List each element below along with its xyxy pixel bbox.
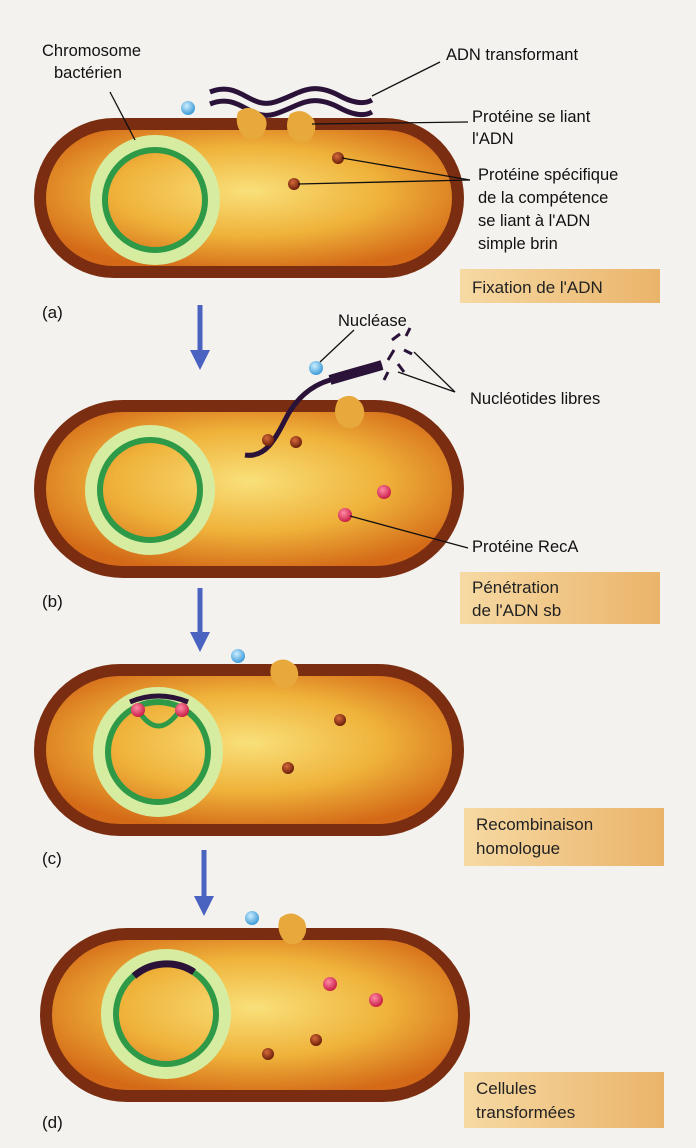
competence-protein xyxy=(332,152,344,164)
step-label: Cellules xyxy=(476,1079,536,1098)
leader-line xyxy=(341,157,471,181)
label-free-nucleotides: Nucléotides libres xyxy=(470,390,600,408)
competence-protein xyxy=(310,1034,322,1046)
chromosome xyxy=(105,699,211,805)
competence-protein xyxy=(290,436,302,448)
panel-letter: (b) xyxy=(42,592,63,611)
cytoplasm xyxy=(46,412,452,566)
leader-line xyxy=(413,351,456,393)
step-box xyxy=(460,269,660,303)
panel-letter: (d) xyxy=(42,1113,63,1132)
double-strand-dna xyxy=(328,360,384,385)
reca-protein xyxy=(175,703,189,717)
nuclease-protein xyxy=(245,911,259,925)
label-dna-transforming: ADN transformant xyxy=(446,46,578,64)
step-label: homologue xyxy=(476,839,560,858)
chromosome-halo xyxy=(90,135,220,265)
dna-binding-protein xyxy=(270,659,299,689)
label-chromosome: bactérien xyxy=(54,64,122,82)
competence-protein xyxy=(334,714,346,726)
step-box xyxy=(464,808,664,866)
competence-protein xyxy=(262,434,274,446)
step-label: Recombinaison xyxy=(476,815,593,834)
reca-protein xyxy=(323,977,337,991)
step-label: Fixation de l'ADN xyxy=(472,278,603,297)
leader-line xyxy=(319,329,355,363)
label-binding-protein: Protéine se liant xyxy=(472,108,591,126)
dna-binding-protein xyxy=(287,111,316,143)
reca-protein xyxy=(369,993,383,1007)
transforming-dna-strand xyxy=(209,98,374,118)
label-reca: Protéine RecA xyxy=(472,538,578,556)
label-chromosome: Chromosome xyxy=(42,42,141,60)
step-box xyxy=(460,572,660,624)
nuclease-protein xyxy=(231,649,245,663)
dna-binding-protein xyxy=(335,395,365,429)
panel-letter: (c) xyxy=(42,849,62,868)
dna-binding-protein xyxy=(236,107,267,140)
free-nucleotides xyxy=(382,327,413,381)
label-binding-protein: l'ADN xyxy=(472,130,514,148)
integrated-donor-dna xyxy=(131,960,196,979)
leader-line xyxy=(297,179,471,185)
leader-line xyxy=(397,371,456,393)
step-label: transformées xyxy=(476,1103,575,1122)
cytoplasm xyxy=(46,130,452,266)
label-competence-protein: Protéine spécifique xyxy=(478,166,618,184)
panel-letter: (a) xyxy=(42,303,63,322)
reca-protein xyxy=(338,508,352,522)
chromosome xyxy=(97,437,203,543)
panel-a: Chromosome bactérien ADN transformant Pr… xyxy=(34,42,660,322)
leader-line xyxy=(371,61,441,97)
chromosome xyxy=(102,147,208,253)
step-label: Pénétration xyxy=(472,578,559,597)
nuclease-protein xyxy=(181,101,195,115)
competence-protein xyxy=(282,762,294,774)
label-competence-protein: se liant à l'ADN xyxy=(478,212,590,230)
step-box xyxy=(464,1072,664,1128)
panel-b: Nucléase Nucléotides libres Protéine Rec… xyxy=(34,312,660,624)
label-competence-protein: simple brin xyxy=(478,235,558,253)
step-label: de l'ADN sb xyxy=(472,601,561,620)
nuclease-protein xyxy=(309,361,323,375)
reca-protein xyxy=(377,485,391,499)
donor-dna xyxy=(129,693,189,705)
dna-binding-protein xyxy=(278,913,307,945)
reca-protein xyxy=(131,703,145,717)
transforming-dna-strand xyxy=(209,86,374,106)
chromosome-halo xyxy=(85,425,215,555)
chromosome-halo xyxy=(101,949,231,1079)
cytoplasm xyxy=(46,676,452,824)
competence-protein xyxy=(262,1048,274,1060)
panel-c: Recombinaison homologue (c) xyxy=(34,649,664,868)
cytoplasm xyxy=(52,940,458,1090)
leader-line xyxy=(349,515,469,549)
label-competence-protein: de la compétence xyxy=(478,189,608,207)
competence-protein xyxy=(288,178,300,190)
panel-d: Cellules transformées (d) xyxy=(40,911,664,1132)
leader-line xyxy=(311,121,469,125)
leader-line xyxy=(109,91,136,141)
label-nuclease: Nucléase xyxy=(338,312,407,330)
